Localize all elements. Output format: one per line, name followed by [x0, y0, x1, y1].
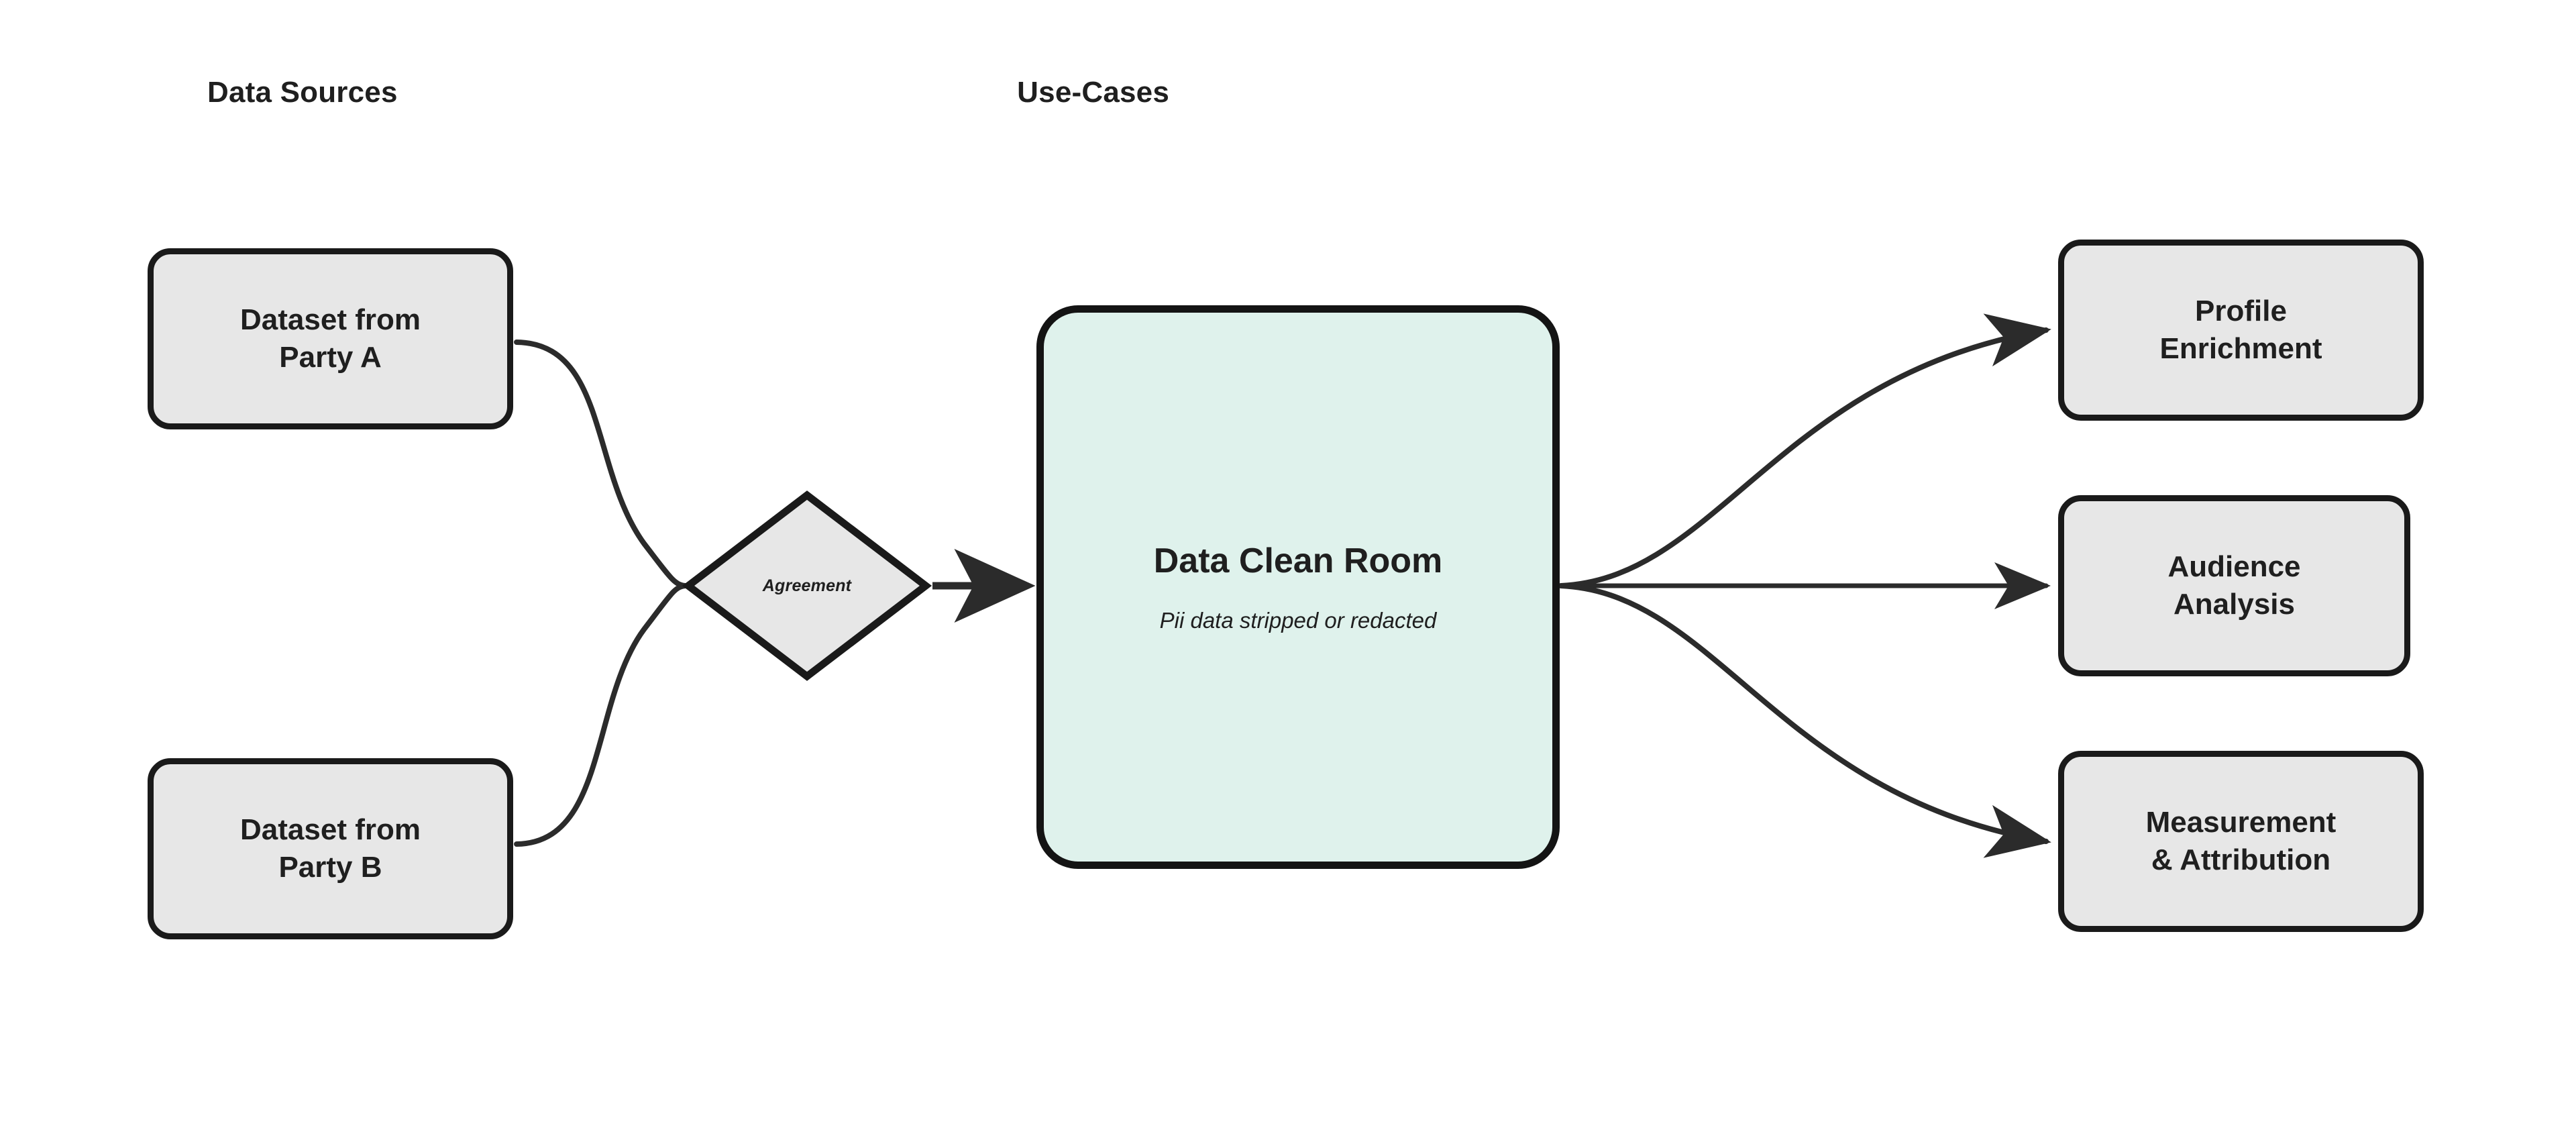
column-heading-data-sources: Data Sources: [207, 76, 398, 109]
node-label-line2: Enrichment: [2159, 332, 2322, 365]
edge-cleanroom-to-profile-enrichment: [1558, 313, 2051, 588]
edge-cleanroom-to-measurement-attribution: [1558, 583, 2051, 858]
node-profile-enrichment[interactable]: Profile Enrichment: [2058, 240, 2424, 421]
node-profile-enrichment-label: Profile Enrichment: [2159, 293, 2322, 368]
node-label-line1: Measurement: [2145, 805, 2337, 839]
node-label-line1: Audience: [2167, 550, 2301, 583]
node-label-line1: Profile: [2195, 294, 2287, 327]
node-data-clean-room[interactable]: Data Clean Room Pii data stripped or red…: [1036, 305, 1560, 869]
node-measurement-attribution-label: Measurement & Attribution: [2146, 804, 2337, 880]
node-audience-analysis[interactable]: Audience Analysis: [2058, 495, 2410, 676]
node-dataset-party-b-label: Dataset from Party B: [240, 811, 421, 887]
edge-dataset-b-to-agreement: [514, 583, 688, 847]
node-dataset-party-a[interactable]: Dataset from Party A: [148, 248, 513, 429]
node-data-clean-room-title: Data Clean Room: [1153, 541, 1443, 580]
edge-dataset-a-to-agreement: [514, 340, 688, 588]
node-measurement-attribution[interactable]: Measurement & Attribution: [2058, 751, 2424, 932]
node-label-line2: Party A: [279, 341, 382, 374]
node-agreement[interactable]: Agreement: [685, 492, 929, 680]
node-label-line2: & Attribution: [2151, 843, 2331, 876]
node-dataset-party-a-label: Dataset from Party A: [240, 301, 421, 377]
node-dataset-party-b[interactable]: Dataset from Party B: [148, 758, 513, 939]
column-heading-use-cases: Use-Cases: [1017, 76, 1169, 109]
node-agreement-label: Agreement: [762, 576, 852, 595]
node-label-line2: Party B: [278, 851, 382, 884]
node-label-line1: Dataset from: [240, 303, 421, 336]
node-label-line1: Dataset from: [240, 813, 421, 846]
node-data-clean-room-subtitle: Pii data stripped or redacted: [1159, 608, 1437, 633]
node-audience-analysis-label: Audience Analysis: [2167, 548, 2300, 624]
node-label-line2: Analysis: [2174, 588, 2295, 621]
